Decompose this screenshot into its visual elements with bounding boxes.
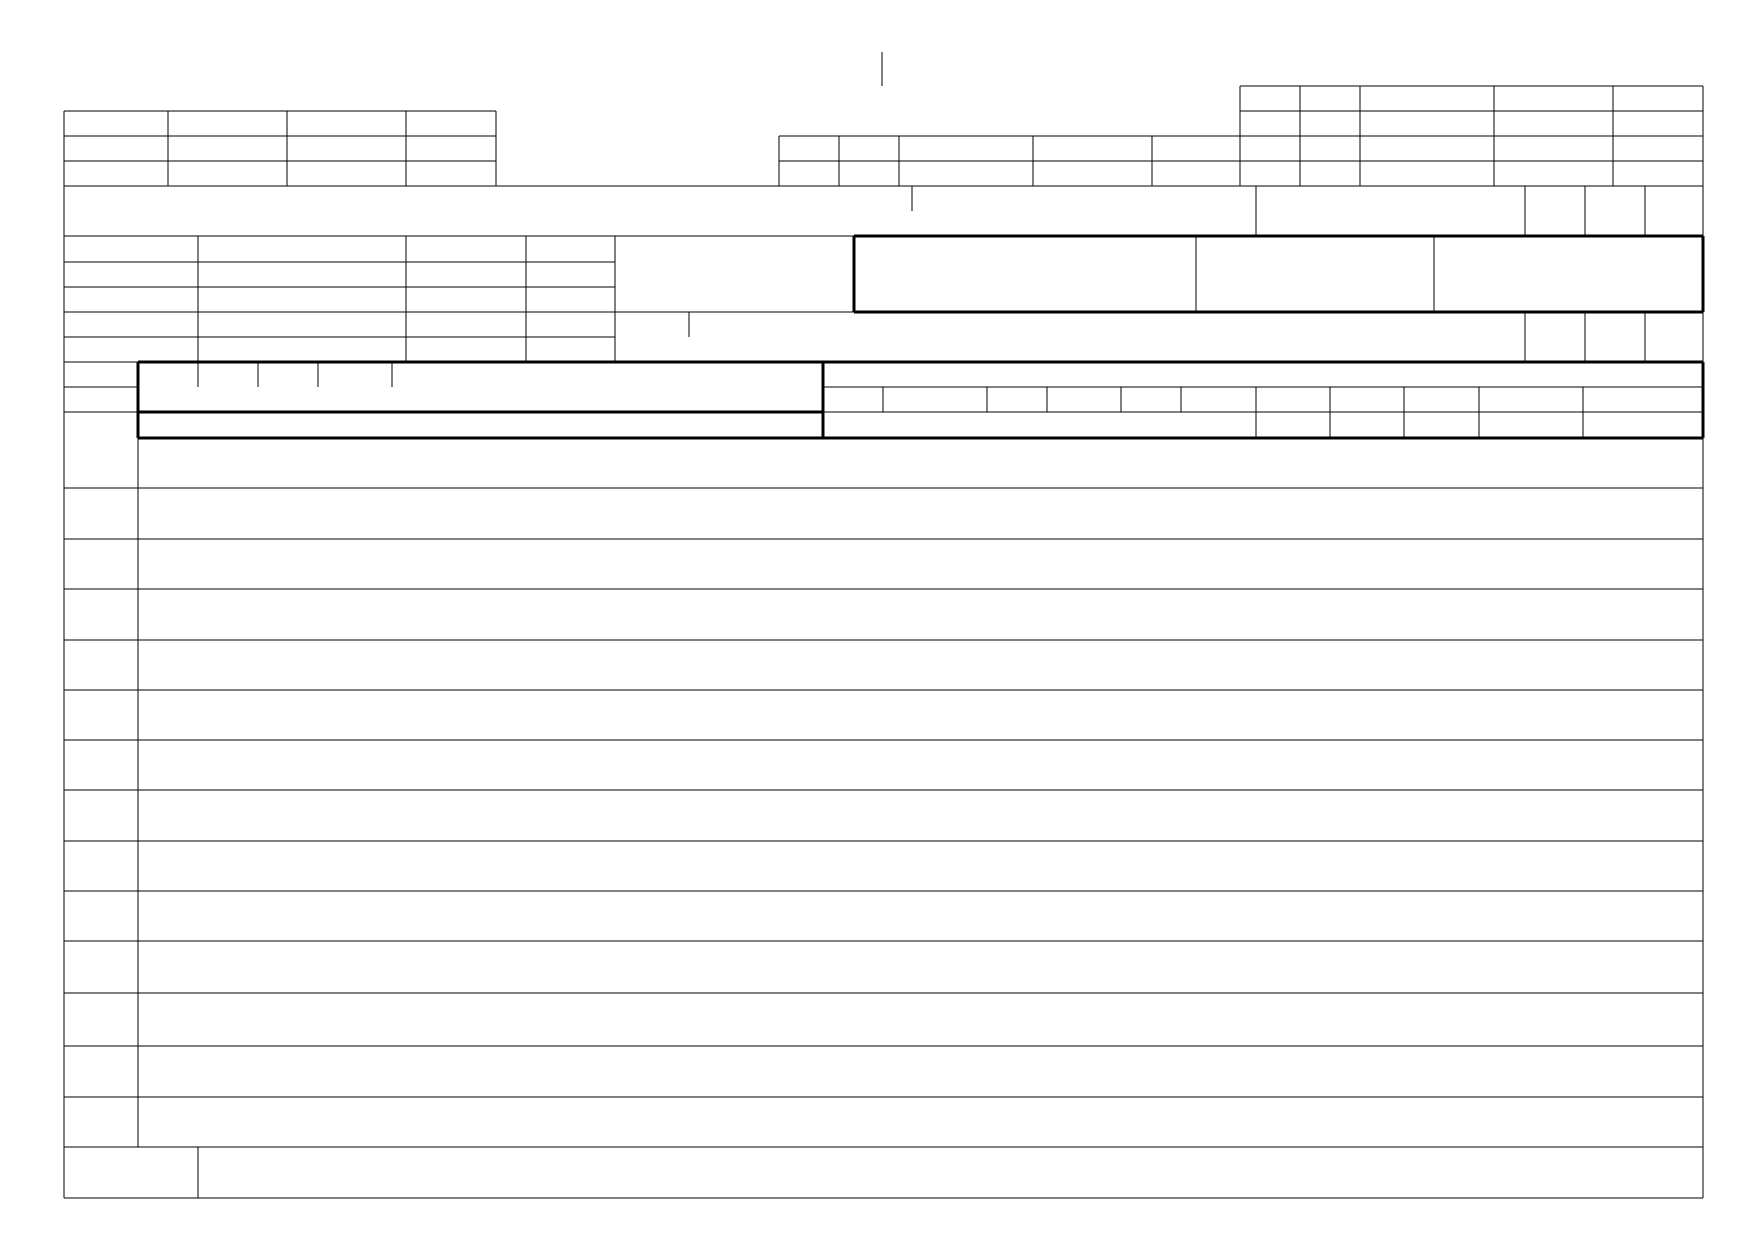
marker-ticks <box>688 52 913 337</box>
body-table <box>64 438 1703 1148</box>
header-title-block-left <box>63 110 497 186</box>
footer-row <box>64 1147 1703 1199</box>
header-info-row <box>63 185 1704 1198</box>
header-revision-block-right <box>778 85 1704 186</box>
header-bold-frame-top <box>852 234 1705 314</box>
column-header-band <box>64 360 1705 440</box>
